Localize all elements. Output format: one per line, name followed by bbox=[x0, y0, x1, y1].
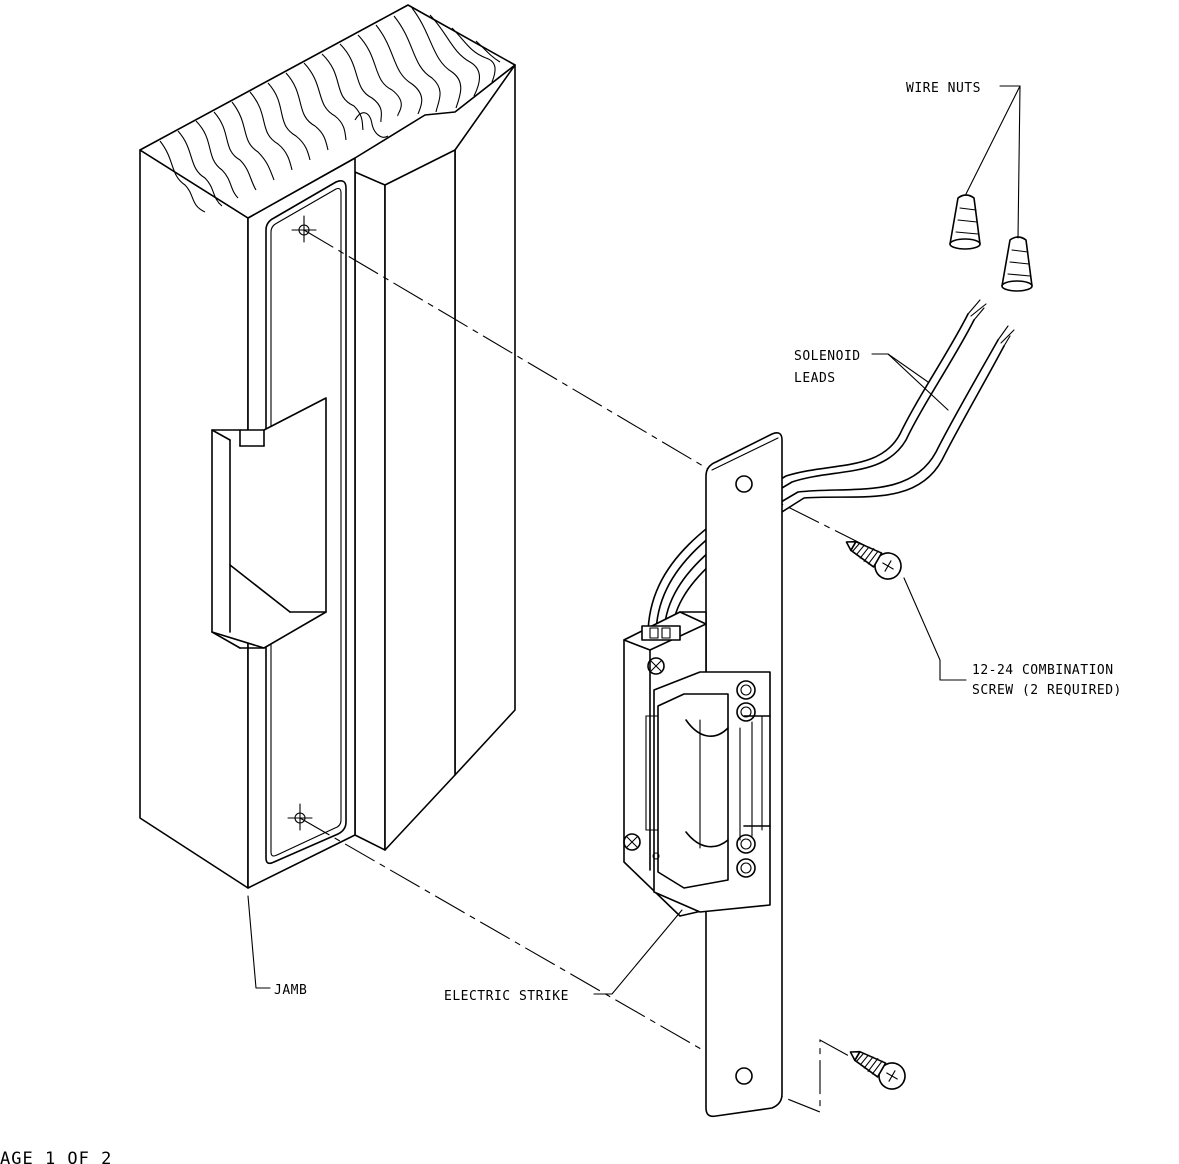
wire-nut-left bbox=[949, 194, 981, 250]
strike-cutout bbox=[211, 397, 327, 649]
electric-strike bbox=[623, 432, 783, 1118]
leader-lines bbox=[247, 85, 1021, 995]
solenoid-leads bbox=[647, 299, 1015, 637]
label-solenoid-leads-line2: LEADS bbox=[794, 371, 836, 386]
label-screw-line1: 12-24 COMBINATION bbox=[972, 663, 1114, 678]
faceplate-hole-top bbox=[735, 475, 753, 493]
center-line-top bbox=[303, 229, 721, 477]
center-line-bottom bbox=[299, 817, 721, 1061]
label-solenoid-leads-line1: SOLENOID bbox=[794, 349, 861, 364]
combination-screw-lower bbox=[849, 1050, 906, 1090]
label-jamb: JAMB bbox=[274, 983, 307, 998]
faceplate-hole-bottom bbox=[735, 1067, 753, 1085]
combination-screw-upper bbox=[845, 540, 902, 580]
wire-nut-right bbox=[1001, 236, 1033, 292]
end-grain bbox=[139, 4, 516, 219]
page-label: AGE 1 OF 2 bbox=[0, 1149, 112, 1164]
wood-grain bbox=[159, 7, 501, 213]
label-screw-line2: SCREW (2 REQUIRED) bbox=[972, 683, 1122, 698]
label-electric-strike: ELECTRIC STRIKE bbox=[444, 989, 569, 1004]
mortise-outline bbox=[265, 180, 347, 865]
adjustment-screws bbox=[736, 680, 756, 878]
door-jamb bbox=[139, 4, 516, 889]
label-wire-nuts: WIRE NUTS bbox=[906, 81, 981, 96]
